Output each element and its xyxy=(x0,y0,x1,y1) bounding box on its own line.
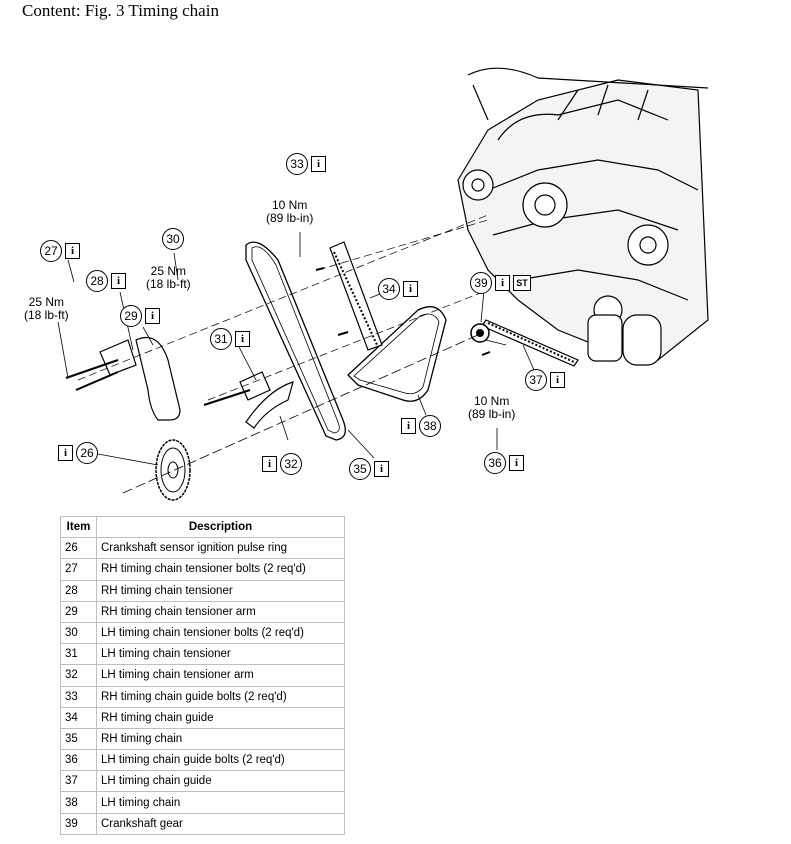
info-icon[interactable]: i xyxy=(58,445,73,461)
crankshaft-pulse-ring xyxy=(122,334,479,501)
info-icon[interactable]: i xyxy=(145,308,160,324)
column-header-description: Description xyxy=(96,515,345,539)
callout-30: 30 xyxy=(162,228,184,250)
callout-number-38: 38 xyxy=(419,415,441,437)
torque-36-nm: 10 Nm xyxy=(474,394,510,408)
torque-27-nm: 25 Nm xyxy=(28,295,65,309)
info-icon[interactable]: i xyxy=(495,275,510,291)
lh-tensioner-arm xyxy=(245,381,294,429)
rh-timing-chain-guide xyxy=(329,241,383,351)
torque-30: 25 Nm (18 lb-ft) xyxy=(146,265,191,291)
torque-30-nm: 25 Nm xyxy=(150,264,187,278)
info-icon[interactable]: i xyxy=(403,281,418,297)
info-icon[interactable]: i xyxy=(235,331,250,347)
callout-33: 33 i xyxy=(286,153,326,175)
callout-number-26: 26 xyxy=(76,442,98,464)
column-header-item: Item xyxy=(60,515,97,539)
callout-28: 28 i xyxy=(86,270,126,292)
callout-38: i 38 xyxy=(401,415,441,437)
figure-title: Fig. 3 Timing chain xyxy=(84,1,219,20)
callout-35: 35 i xyxy=(349,458,389,480)
callout-39: 39 i ST xyxy=(470,272,531,294)
torque-30-lbft: (18 lb-ft) xyxy=(146,277,191,291)
callout-number-39: 39 xyxy=(470,272,492,294)
torque-36: 10 Nm (89 lb-in) xyxy=(468,395,515,421)
special-tool-icon[interactable]: ST xyxy=(513,275,531,291)
info-icon[interactable]: i xyxy=(311,156,326,172)
engine-illustration xyxy=(457,67,709,366)
callout-34: 34 i xyxy=(378,278,418,300)
rh-tensioner xyxy=(99,339,137,376)
torque-33-lbin: (89 lb-in) xyxy=(266,211,314,225)
callout-31: 31 i xyxy=(210,328,250,350)
torque-33: 10 Nm (89 lb-in) xyxy=(266,199,313,225)
rh-tensioner-arm xyxy=(135,336,181,421)
info-icon[interactable]: i xyxy=(262,456,277,472)
info-icon[interactable]: i xyxy=(550,372,565,388)
info-icon[interactable]: i xyxy=(65,243,80,259)
callout-29: 29 i xyxy=(120,305,160,327)
callout-32: i 32 xyxy=(262,453,302,475)
callout-number-30: 30 xyxy=(162,228,184,250)
callout-number-28: 28 xyxy=(86,270,108,292)
table-header-row: Item Description xyxy=(60,515,345,539)
page-title: Content: Fig. 3 Timing chain xyxy=(22,1,219,21)
callout-number-27: 27 xyxy=(40,240,62,262)
callout-number-33: 33 xyxy=(286,153,308,175)
callout-37: 37 i xyxy=(525,369,565,391)
callout-number-32: 32 xyxy=(280,453,302,475)
callout-27: 27 i xyxy=(40,240,80,262)
timing-chain-diagram: 33 i 10 Nm (89 lb-in) 30 25 Nm (18 lb-ft… xyxy=(18,60,718,515)
torque-27: 25 Nm (18 lb-ft) xyxy=(24,296,69,322)
info-icon[interactable]: i xyxy=(374,461,389,477)
callout-number-37: 37 xyxy=(525,369,547,391)
info-icon[interactable]: i xyxy=(509,455,524,471)
callout-number-29: 29 xyxy=(120,305,142,327)
callout-number-36: 36 xyxy=(484,452,506,474)
torque-27-lbft: (18 lb-ft) xyxy=(24,308,69,322)
callout-36: 36 i xyxy=(484,452,524,474)
info-icon[interactable]: i xyxy=(401,418,416,434)
lh-tensioner xyxy=(239,371,271,401)
callout-number-35: 35 xyxy=(349,458,371,480)
callout-26: i 26 xyxy=(58,442,98,464)
lh-timing-chain xyxy=(347,306,447,402)
content-label: Content: xyxy=(22,1,81,20)
torque-36-lbin: (89 lb-in) xyxy=(468,407,516,421)
info-icon[interactable]: i xyxy=(111,273,126,289)
callout-number-34: 34 xyxy=(378,278,400,300)
torque-33-nm: 10 Nm xyxy=(272,198,308,212)
rh-timing-chain xyxy=(245,241,346,441)
callout-number-31: 31 xyxy=(210,328,232,350)
